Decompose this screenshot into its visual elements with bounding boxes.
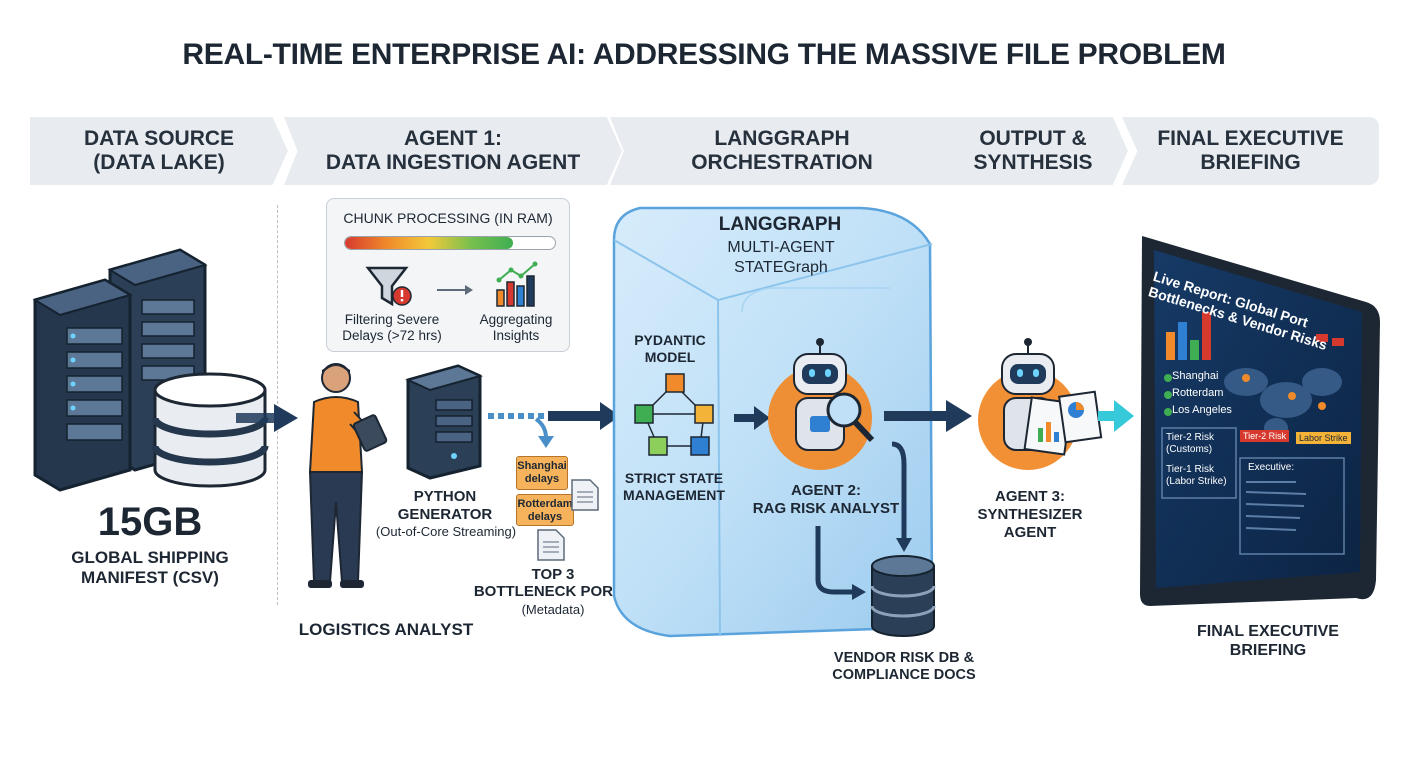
report-port-rotterdam: Rotterdam — [1172, 387, 1224, 399]
flow-arrow — [236, 404, 298, 432]
stage-output: OUTPUT & SYNTHESIS — [938, 117, 1128, 185]
report-port-los-angeles: Los Angeles — [1172, 404, 1232, 416]
stage-final-briefing: FINAL EXECUTIVE BRIEFING — [1122, 117, 1379, 185]
strict-state-label: STRICT STATE MANAGEMENT — [623, 470, 725, 503]
state-graph-icon — [634, 373, 714, 456]
stage-langgraph: LANGGRAPH ORCHESTRATION — [610, 117, 954, 185]
report-map-tag-labor: Labor Strike — [1296, 432, 1351, 444]
section-divider — [277, 205, 278, 605]
aggregate-label: Aggregating Insights — [479, 312, 553, 343]
document-icon — [537, 529, 565, 561]
python-generator-title: PYTHON GENERATOR — [397, 488, 493, 523]
data-source-label: GLOBAL SHIPPING MANIFEST (CSV) — [71, 548, 229, 587]
filter-label: Filtering Severe Delays (>72 hrs) — [342, 312, 442, 343]
tag-shanghai: Shanghai delays — [516, 456, 568, 490]
agent3-label: AGENT 3: SYNTHESIZER AGENT — [977, 488, 1083, 541]
pydantic-label: PYDANTIC MODEL — [634, 332, 706, 365]
db-arrows — [815, 441, 912, 600]
page-title: REAL-TIME ENTERPRISE AI: ADDRESSING THE … — [182, 38, 1226, 71]
document-icon — [571, 479, 599, 511]
report-risk-tier1: Tier-1 Risk (Labor Strike) — [1166, 464, 1227, 487]
flow-arrow — [1098, 400, 1134, 432]
langgraph-subtitle: MULTI-AGENT STATEGraph — [727, 239, 835, 276]
chunk-progress-bar — [344, 236, 556, 250]
python-generator-subtitle: (Out-of-Core Streaming) — [375, 524, 517, 539]
bar-chart-icon — [496, 261, 538, 307]
vendor-db-label: VENDOR RISK DB & COMPLIANCE DOCS — [832, 650, 976, 683]
funnel-icon — [365, 266, 412, 307]
tag-rotterdam: Rotterdam delays — [516, 494, 574, 526]
flow-arrow — [884, 400, 972, 432]
bottleneck-subtitle: (Metadata) — [521, 602, 585, 617]
report-risk-tier2: Tier-2 Risk (Customs) — [1166, 432, 1214, 455]
stage-ingestion-agent: AGENT 1: DATA INGESTION AGENT — [284, 117, 622, 185]
agent2-robot-icon — [768, 338, 875, 470]
vendor-db-icon — [870, 555, 936, 637]
chunk-processing-title: CHUNK PROCESSING (IN RAM) — [343, 210, 553, 226]
server-rack-icon — [32, 248, 269, 492]
analyst-person-icon — [308, 363, 388, 588]
arrow-right-icon — [437, 285, 473, 295]
stage-data-source: DATA SOURCE (DATA LAKE) — [30, 117, 288, 185]
agent2-label: AGENT 2: RAG RISK ANALYST — [752, 482, 900, 517]
python-server-icon — [405, 364, 483, 480]
stream-arrow — [488, 402, 620, 448]
langgraph-title: LANGGRAPH — [718, 214, 842, 235]
chunk-progress-fill — [345, 237, 513, 249]
final-briefing-label: FINAL EXECUTIVE BRIEFING — [1197, 623, 1339, 659]
data-size: 15GB — [97, 500, 203, 544]
report-executive: Executive: — [1248, 462, 1295, 473]
flow-arrow — [734, 406, 770, 430]
report-tablet — [1140, 236, 1380, 606]
report-port-shanghai: Shanghai — [1172, 370, 1219, 382]
analyst-label: LOGISTICS ANALYST — [298, 620, 474, 639]
report-map-tag-tier2: Tier-2 Risk — [1240, 430, 1290, 442]
chunk-processing-panel — [326, 198, 570, 352]
agent3-robot-icon — [978, 338, 1103, 470]
